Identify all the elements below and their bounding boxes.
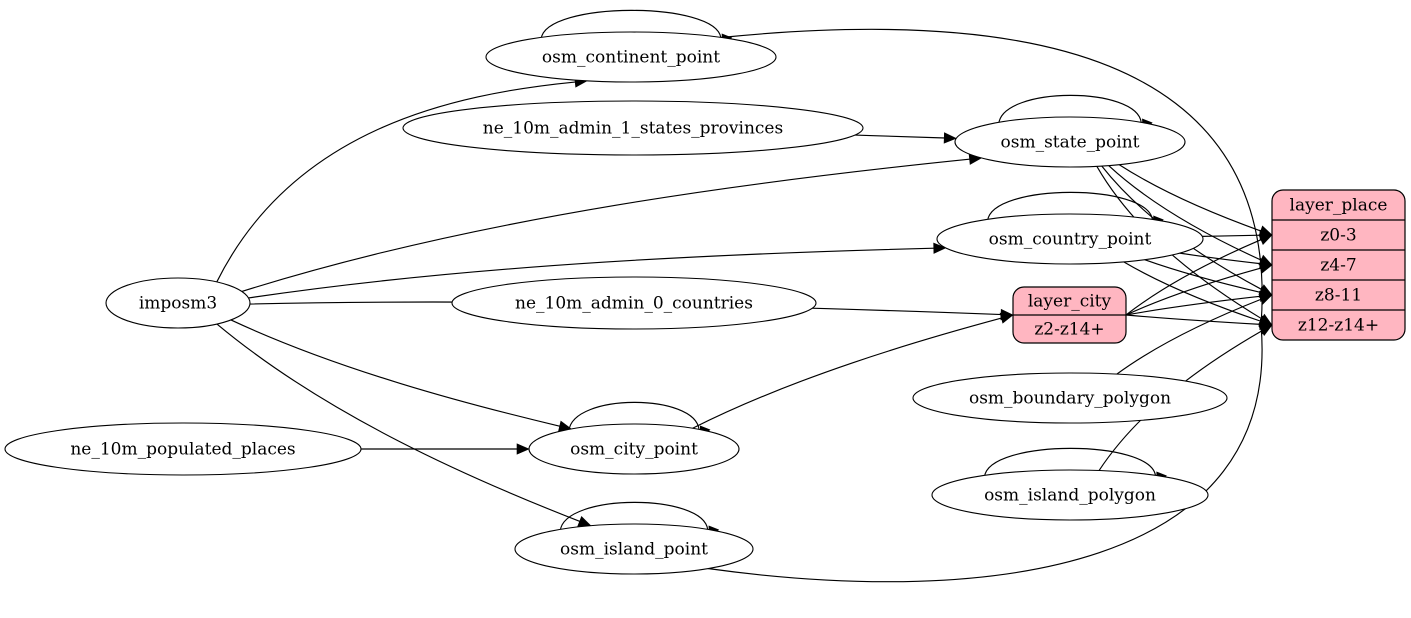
node-osm_island_polygon[interactable]: osm_island_polygon: [931, 469, 1209, 521]
edge-imposm3-to-osm_state_point: [241, 158, 971, 293]
node-shape-ne_10m_admin_0_countries: [451, 276, 817, 330]
node-ne_10m_admin_0_countries[interactable]: ne_10m_admin_0_countries: [451, 276, 817, 330]
node-shape-osm_continent_point: [485, 31, 777, 83]
node-osm_country_point[interactable]: osm_country_point: [936, 213, 1204, 265]
node-shape-osm_island_polygon: [931, 469, 1209, 521]
node-ne_10m_populated_places[interactable]: ne_10m_populated_places: [4, 422, 362, 476]
edge-osm_country_point-to-layer_place-z4-7: [1179, 252, 1262, 265]
node-ne_10m_admin_1_states_provinces[interactable]: ne_10m_admin_1_states_provinces: [402, 100, 864, 156]
node-shape-osm_state_point: [954, 116, 1186, 168]
edge-layer_city-to-layer_place-z8-11: [1125, 295, 1262, 316]
node-osm_boundary_polygon[interactable]: osm_boundary_polygon: [912, 372, 1228, 424]
node-shape-imposm3: [105, 277, 251, 329]
node-shape-osm_boundary_polygon: [912, 372, 1228, 424]
edge-self-loop-osm_island_polygon: [983, 447, 1157, 478]
edge-layer_city-to-layer_place-z12-z14+: [1125, 314, 1262, 325]
node-shape-ne_10m_populated_places: [4, 422, 362, 476]
node-shape-osm_island_point: [514, 523, 754, 575]
node-shape-osm_country_point: [936, 213, 1204, 265]
edge-arrowhead-layer_place-z0-3-23: [1258, 234, 1273, 246]
edge-imposm3-to-osm_island_point: [216, 323, 581, 523]
edge-arrowhead-osm_state_point-6: [943, 132, 957, 144]
edge-osm_continent_point-to-layer_place: [720, 28, 1263, 326]
edge-arrowhead-osm_city_point-7: [516, 443, 530, 455]
edge-ne_10m_admin_1_states_provinces-to-osm_state_point: [854, 134, 946, 139]
edge-self-loop-osm_continent_point: [540, 9, 722, 40]
edge-self-loop-osm_country_point: [986, 191, 1154, 222]
edge-imposm3-to-osm_city_point: [230, 319, 561, 427]
edge-arrowhead-layer_place-z4-7-24: [1258, 262, 1273, 274]
edge-osm_island_point-to-layer_place: [707, 324, 1263, 583]
edge-imposm3-to-osm_country_point: [248, 247, 935, 299]
node-osm_city_point[interactable]: osm_city_point: [528, 423, 740, 475]
edge-imposm3-to-osm_continent_point: [216, 81, 577, 283]
edge-self-loop-osm_city_point: [568, 401, 700, 432]
node-shape-layer_place: [1271, 189, 1406, 341]
node-imposm3[interactable]: imposm3: [105, 277, 251, 329]
node-shape-osm_city_point: [528, 423, 740, 475]
edge-osm_country_point-to-layer_place-z8-11: [1144, 259, 1262, 294]
edge-arrowhead-osm_island_point-5: [577, 515, 592, 527]
node-osm_continent_point[interactable]: osm_continent_point: [485, 31, 777, 83]
edge-arrowhead-osm_country_point-2: [933, 242, 947, 254]
edge-layer_city-to-layer_place-z4-7: [1125, 267, 1262, 316]
edge-osm_state_point-to-layer_place-z0-3: [1118, 164, 1262, 232]
edge-osm_state_point-to-layer_place-z4-7: [1108, 165, 1263, 261]
edge-osm_island_point-to-layer_place-arrowhead: [1258, 323, 1273, 335]
node-osm_state_point[interactable]: osm_state_point: [954, 116, 1186, 168]
edge-layer_city-to-layer_place-z0-3: [1125, 238, 1263, 316]
edge-arrowhead-layer_city-29: [999, 312, 1014, 324]
edge-osm_boundary_polygon-to-layer_place-z8-11: [1116, 298, 1262, 375]
edge-self-loop-osm_state_point: [998, 94, 1142, 125]
node-shape-ne_10m_admin_1_states_provinces: [402, 100, 864, 156]
edges-layer: [216, 9, 1273, 583]
edge-arrowhead-layer_place-z8-11-27: [1258, 294, 1273, 305]
edge-osm_country_point-to-layer_place-z12-z14+: [1123, 261, 1262, 323]
node-osm_island_point[interactable]: osm_island_point: [514, 523, 754, 575]
edge-self-loop-osm_island_point: [559, 501, 709, 532]
edge-osm_city_point-to-layer_city: [692, 317, 1003, 429]
edge-osm_country_point-to-layer_place-z0-3: [1202, 234, 1262, 237]
